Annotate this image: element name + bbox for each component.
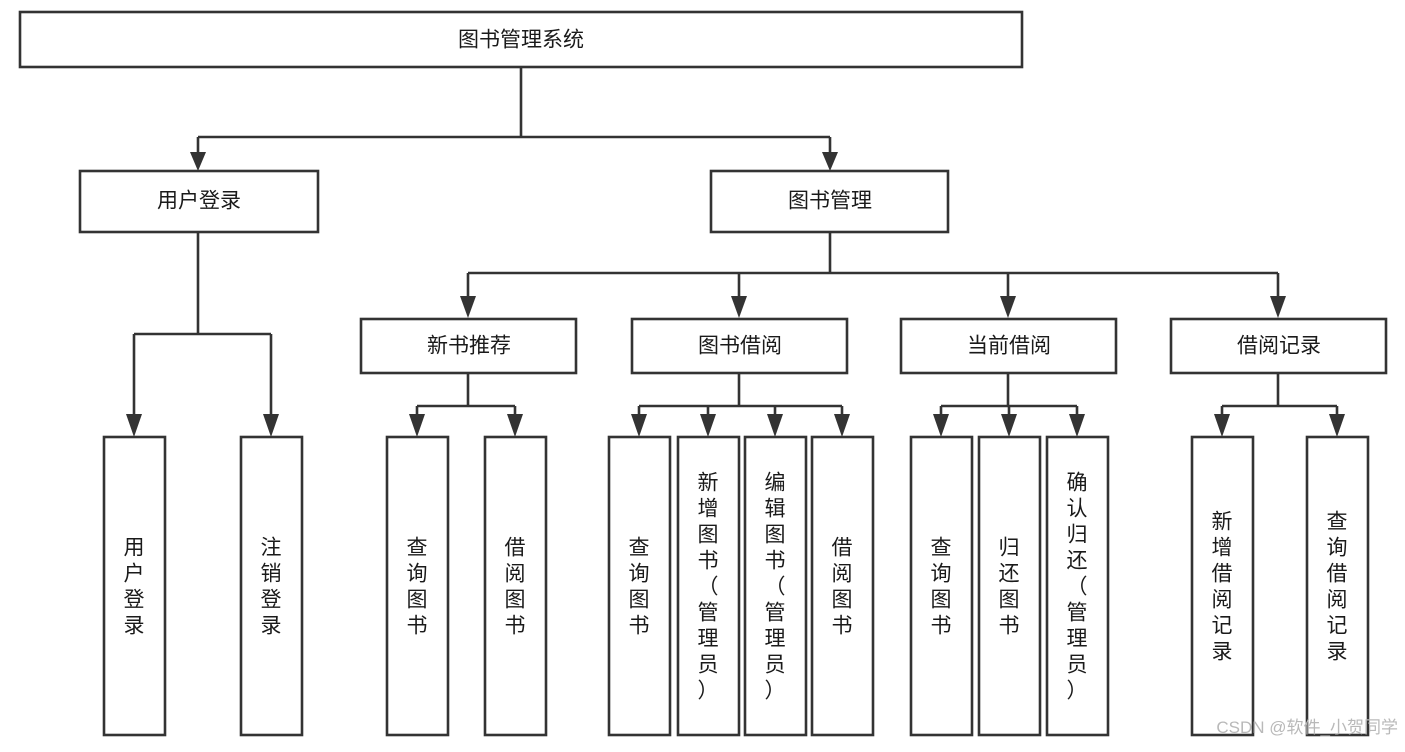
node-new-book-recommend-label: 新书推荐 xyxy=(427,335,511,358)
node-root-label: 图书管理系统 xyxy=(458,29,584,52)
node-leaf-query-record-box[interactable] xyxy=(1305,435,1370,737)
node-current-borrow-label: 当前借阅 xyxy=(967,335,1051,358)
csdn-watermark: CSDN @软件_小贺同学 xyxy=(1216,718,1398,737)
node-borrow-record-label: 借阅记录 xyxy=(1237,335,1321,358)
node-leaf-logout-login-box[interactable] xyxy=(239,435,304,737)
node-leaf-add-record[interactable]: 新增借阅记录 xyxy=(1190,435,1255,737)
arrow-head-leaf-logout-login xyxy=(263,414,279,437)
node-leaf-return-book-box[interactable] xyxy=(977,435,1042,737)
node-leaf-borrow-book-1[interactable]: 借阅图书 xyxy=(483,435,548,737)
node-leaf-confirm-return[interactable]: 确认归还（管理员） xyxy=(1045,435,1110,737)
node-leaf-query-book-3-box[interactable] xyxy=(909,435,974,737)
arrow-head-new-book-recommend xyxy=(460,296,476,318)
node-book-management-box[interactable] xyxy=(709,169,950,234)
node-leaf-add-book[interactable]: 新增图书（管理员） xyxy=(676,435,741,737)
node-book-management-label: 图书管理 xyxy=(788,190,872,213)
node-leaf-user-login-box[interactable] xyxy=(102,435,167,737)
node-leaf-logout-login[interactable]: 注销登录 xyxy=(239,435,304,737)
connectors xyxy=(126,67,1345,437)
node-leaf-user-login[interactable]: 用户登录 xyxy=(102,435,167,737)
node-root[interactable]: 图书管理系统 xyxy=(18,10,1024,69)
node-leaf-add-record-box[interactable] xyxy=(1190,435,1255,737)
node-new-book-recommend-box[interactable] xyxy=(359,317,578,375)
arrow-head-bookmgmt xyxy=(822,152,838,171)
arrow-head-leaf-add-book xyxy=(700,414,716,437)
node-leaf-borrow-book-2-box[interactable] xyxy=(810,435,875,737)
arrow-head-leaf-add-record xyxy=(1214,414,1230,437)
node-leaf-edit-book[interactable]: 编辑图书（管理员） xyxy=(743,435,808,737)
node-leaf-borrow-book-1-label: 借阅图书 xyxy=(505,536,526,637)
node-leaf-return-book[interactable]: 归还图书 xyxy=(977,435,1042,737)
node-leaf-query-record[interactable]: 查询借阅记录 xyxy=(1305,435,1370,737)
node-leaf-confirm-return-label: 确认归还（管理员） xyxy=(1067,471,1088,702)
node-leaf-query-book-2-label: 查询图书 xyxy=(629,536,650,637)
node-leaf-query-book-3-label: 查询图书 xyxy=(931,536,952,637)
arrow-head-borrow-record xyxy=(1270,296,1286,318)
node-leaf-borrow-book-1-box[interactable] xyxy=(483,435,548,737)
node-current-borrow-box[interactable] xyxy=(899,317,1118,375)
node-user-login[interactable]: 用户登录 xyxy=(78,169,320,234)
node-leaf-query-record-label: 查询借阅记录 xyxy=(1327,510,1348,663)
node-leaf-borrow-book-2-label: 借阅图书 xyxy=(832,536,853,637)
node-leaf-query-book-3[interactable]: 查询图书 xyxy=(909,435,974,737)
node-book-management[interactable]: 图书管理 xyxy=(709,169,950,234)
arrow-head-leaf-return-book xyxy=(1001,414,1017,437)
node-leaf-add-book-label: 新增图书（管理员） xyxy=(698,471,719,702)
arrow-head-leaf-query-book-1 xyxy=(409,414,425,437)
arrow-head-leaf-query-book-3 xyxy=(933,414,949,437)
node-leaf-query-book-2-box[interactable] xyxy=(607,435,672,737)
arrow-head-book-borrow xyxy=(731,296,747,318)
node-leaf-query-book-1-box[interactable] xyxy=(385,435,450,737)
node-current-borrow[interactable]: 当前借阅 xyxy=(899,317,1118,375)
node-leaf-borrow-book-2[interactable]: 借阅图书 xyxy=(810,435,875,737)
node-leaf-add-book-box[interactable] xyxy=(676,435,741,737)
arrow-head-current-borrow xyxy=(1000,296,1016,318)
node-leaf-query-book-1[interactable]: 查询图书 xyxy=(385,435,450,737)
arrow-head-leaf-confirm-return xyxy=(1069,414,1085,437)
node-leaf-query-book-2[interactable]: 查询图书 xyxy=(607,435,672,737)
node-book-borrow-label: 图书借阅 xyxy=(698,335,782,358)
node-book-borrow[interactable]: 图书借阅 xyxy=(630,317,849,375)
node-borrow-record-box[interactable] xyxy=(1169,317,1388,375)
node-user-login-label: 用户登录 xyxy=(157,190,241,213)
node-book-borrow-box[interactable] xyxy=(630,317,849,375)
node-new-book-recommend[interactable]: 新书推荐 xyxy=(359,317,578,375)
node-leaf-edit-book-label: 编辑图书（管理员） xyxy=(765,471,786,702)
node-borrow-record[interactable]: 借阅记录 xyxy=(1169,317,1388,375)
node-leaf-query-book-1-label: 查询图书 xyxy=(407,536,428,637)
node-user-login-box[interactable] xyxy=(78,169,320,234)
arrow-head-leaf-query-book-2 xyxy=(631,414,647,437)
arrow-head-leaf-edit-book xyxy=(767,414,783,437)
node-leaf-user-login-label: 用户登录 xyxy=(124,536,145,637)
arrow-head-leaf-borrow-book-1 xyxy=(507,414,523,437)
node-leaf-return-book-label: 归还图书 xyxy=(999,536,1020,637)
node-leaf-add-record-label: 新增借阅记录 xyxy=(1212,510,1233,663)
node-leaf-confirm-return-box[interactable] xyxy=(1045,435,1110,737)
arrow-head-leaf-query-record xyxy=(1329,414,1345,437)
node-leaf-edit-book-box[interactable] xyxy=(743,435,808,737)
arrow-head-userlogin xyxy=(190,152,206,171)
node-root-box[interactable] xyxy=(18,10,1024,69)
arrow-head-leaf-user-login xyxy=(126,414,142,437)
arrow-head-leaf-borrow-book-2 xyxy=(834,414,850,437)
node-leaf-logout-login-label: 注销登录 xyxy=(261,536,282,637)
